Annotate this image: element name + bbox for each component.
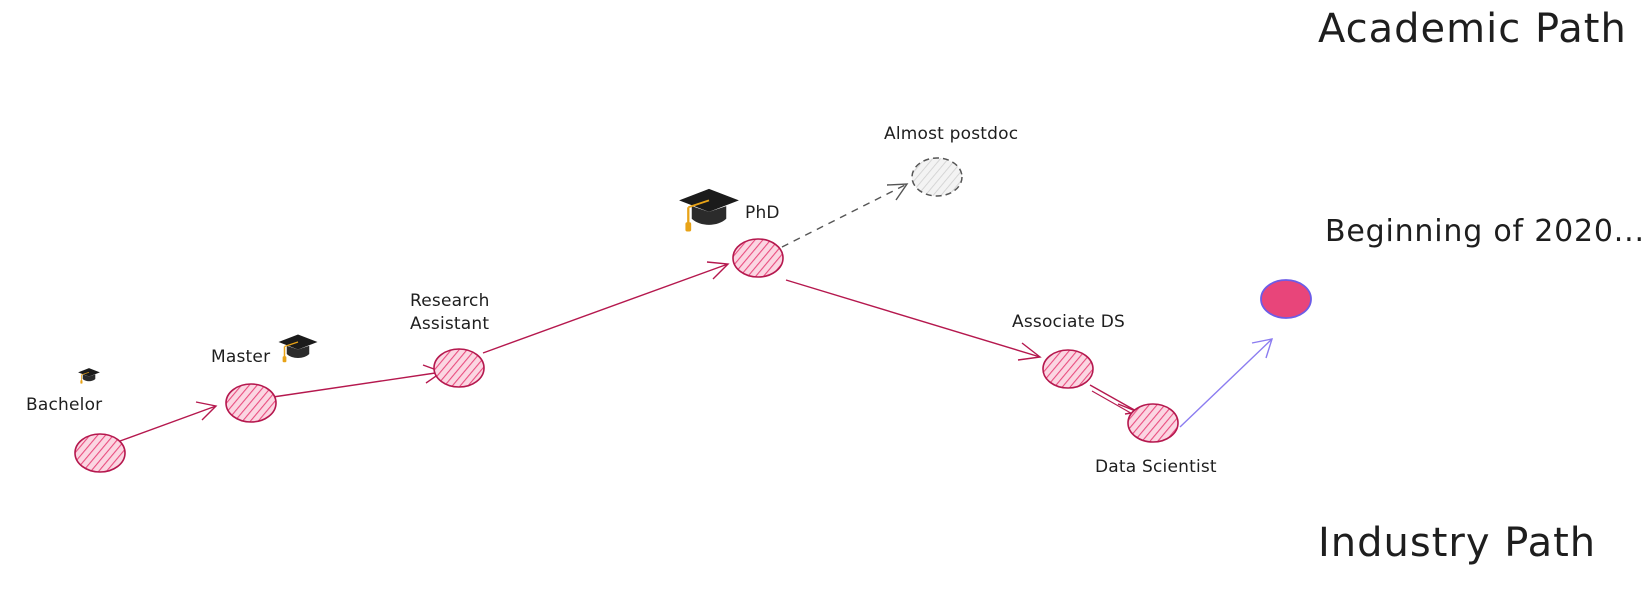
industry-path-heading: Industry Path [1318, 520, 1597, 566]
master-label: Master [211, 347, 271, 367]
node-almost-postdoc [911, 157, 963, 197]
arrow-phd-postdoc [781, 183, 908, 248]
graduation-cap-icon [77, 367, 101, 385]
arrow-research-phd [482, 263, 729, 354]
node-bachelor [74, 433, 126, 473]
data-scientist-label: Data Scientist [1095, 457, 1217, 477]
research-assistant-line-2: Assistant [410, 314, 490, 334]
arrow-associate-ds [1089, 384, 1139, 413]
node-associate-ds [1042, 349, 1094, 389]
arrow-master-research [272, 371, 443, 398]
node-phd [732, 238, 784, 278]
current-node-label: Beginning of 2020... [1325, 214, 1641, 249]
node-data-scientist [1127, 403, 1179, 443]
academic-path-heading: Academic Path [1318, 6, 1627, 52]
node-research-assistant [433, 348, 485, 388]
bachelor-label: Bachelor [26, 395, 103, 415]
arrow-phd-associate [785, 279, 1041, 358]
research-assistant-line-1: Research [410, 291, 490, 311]
arrow-ds-current [1179, 338, 1273, 428]
arrow-bachelor-master [119, 405, 217, 442]
node-current [1260, 279, 1312, 319]
associate-ds-label: Associate DS [1012, 312, 1126, 332]
graduation-cap-icon [277, 333, 319, 363]
research-assistant-label: Research Assistant [410, 290, 490, 336]
almost-postdoc-label: Almost postdoc [884, 124, 1019, 144]
phd-label: PhD [745, 203, 780, 223]
graduation-cap-icon [677, 187, 741, 233]
node-master [225, 383, 277, 423]
